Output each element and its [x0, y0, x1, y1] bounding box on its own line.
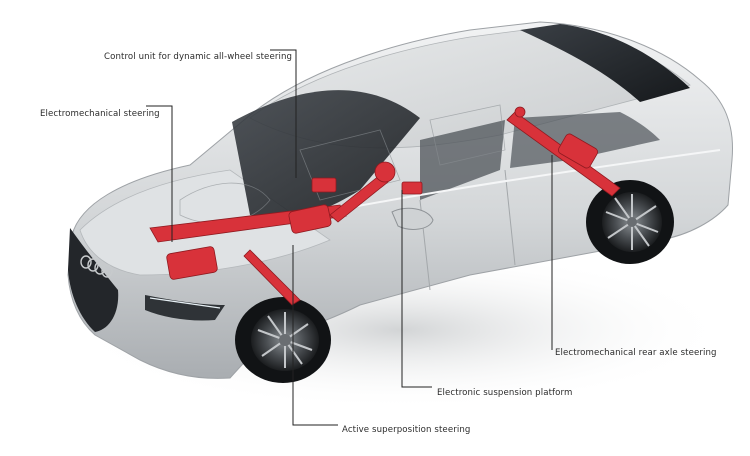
label-rear-axle-steering: Electromechanical rear axle steering: [555, 348, 717, 358]
label-suspension-platform: Electronic suspension platform: [437, 388, 573, 398]
sunroof: [520, 24, 690, 102]
rear-axle-steering: [506, 106, 621, 197]
label-electromechanical-steering: Electromechanical steering: [40, 109, 160, 119]
label-superposition-steering: Active superposition steering: [342, 425, 471, 435]
leader-suspension-platform: [401, 190, 432, 388]
label-control-unit: Control unit for dynamic all-wheel steer…: [104, 52, 293, 62]
door-seam-rear: [504, 169, 516, 266]
rear-wheel: [586, 180, 674, 264]
headlight: [145, 295, 225, 321]
leader-electromechanical-steering: [146, 105, 173, 242]
control-unit: [311, 177, 337, 193]
leader-active-superposition: [292, 245, 338, 426]
grille: [68, 228, 119, 332]
leader-control-unit: [270, 49, 297, 178]
steering-column: [329, 161, 396, 223]
grille-rings: [80, 255, 113, 278]
headlight-drl: [149, 297, 221, 309]
front-steering-rack: [149, 204, 347, 306]
suspension-platform: [401, 181, 423, 195]
windshield: [232, 90, 420, 219]
rear-side-window: [510, 112, 660, 168]
front-wheel: [235, 297, 331, 383]
